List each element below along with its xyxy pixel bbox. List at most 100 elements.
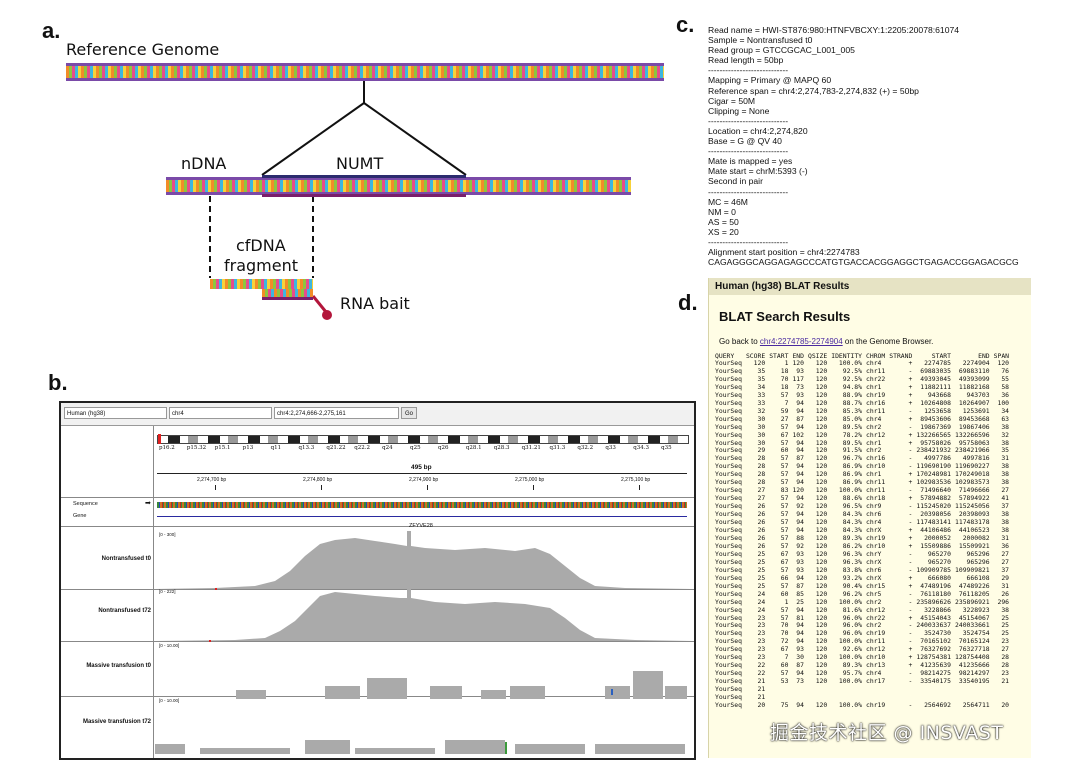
- table-cell: 24: [757, 589, 766, 598]
- table-cell: 120: [815, 573, 828, 582]
- cytoband-label: q21.22: [326, 445, 346, 451]
- table-cell: 19867406: [958, 422, 990, 431]
- track-label-nontransfused-t0: Nontransfused t0: [101, 556, 151, 562]
- table-cell: +: [908, 478, 913, 487]
- table-cell: 23: [757, 645, 766, 654]
- table-cell: 96.7%: [842, 454, 863, 463]
- table-cell: 89.5%: [842, 438, 863, 447]
- read-info-line: Read group = GTCCGCAC_L001_005: [708, 45, 855, 56]
- table-cell: YourSeq: [715, 406, 742, 415]
- table-cell: 96.0%: [842, 621, 863, 630]
- table-cell: 240033637: [916, 621, 951, 630]
- table-cell: chr5: [866, 589, 882, 598]
- go-button[interactable]: Go: [401, 407, 418, 419]
- panel-label-c: c.: [676, 12, 695, 37]
- table-cell: 94: [796, 637, 804, 646]
- table-cell: 3228866: [924, 605, 951, 614]
- table-cell: 85.3%: [842, 406, 863, 415]
- span-label: 495 bp: [411, 464, 432, 471]
- read-info-line: MC = 46M: [708, 196, 748, 207]
- table-cell: 666108: [966, 573, 990, 582]
- table-cell: 89.3%: [842, 533, 863, 542]
- cytoband-label: q22.2: [354, 445, 371, 451]
- table-cell: 92: [796, 541, 804, 550]
- locus-input[interactable]: chr4:2,274,666-2,275,161: [274, 407, 399, 419]
- table-cell: 96.3%: [842, 557, 863, 566]
- table-cell: YourSeq: [715, 374, 742, 383]
- table-cell: chr12: [866, 645, 886, 654]
- table-cell: 26: [757, 526, 766, 535]
- table-cell: 120: [815, 430, 828, 439]
- table-cell: chr6: [866, 565, 882, 574]
- table-cell: chr18: [866, 494, 886, 503]
- numt-segment-highlight: [262, 175, 466, 197]
- table-cell: +: [908, 613, 913, 622]
- table-cell: 170249018: [955, 470, 990, 479]
- table-cell: 57: [780, 605, 789, 614]
- table-cell: -: [908, 462, 913, 471]
- table-cell: +: [908, 541, 913, 550]
- table-cell: 102983573: [955, 478, 990, 487]
- table-cell: 26: [757, 541, 766, 550]
- table-cell: 88.7%: [842, 398, 863, 407]
- chromosome-select[interactable]: chr4: [169, 407, 272, 419]
- table-cell: 132266565: [916, 430, 951, 439]
- table-cell: 26: [757, 518, 766, 527]
- table-cell: -: [908, 422, 913, 431]
- table-cell: 100.0%: [838, 653, 863, 662]
- table-cell: 57: [780, 526, 789, 535]
- table-cell: 94: [796, 462, 804, 471]
- table-cell: 120: [815, 565, 828, 574]
- table-cell: 76327692: [920, 645, 951, 654]
- table-cell: 120: [815, 605, 828, 614]
- table-cell: chr13: [866, 661, 886, 670]
- table-cell: 84.3%: [842, 518, 863, 527]
- table-cell: 120: [815, 462, 828, 471]
- table-cell: 120: [792, 486, 804, 495]
- table-cell: chr2: [866, 422, 882, 431]
- table-cell: 128754381: [916, 653, 951, 662]
- table-cell: 30: [757, 438, 766, 447]
- table-cell: 25: [1001, 621, 1010, 630]
- table-cell: 1: [784, 359, 789, 367]
- table-cell: 2274904: [962, 359, 990, 367]
- track-range-3: [0 - 10.00]: [159, 643, 180, 648]
- table-cell: +: [908, 430, 913, 439]
- back-link[interactable]: chr4:2274785-2274904: [759, 337, 843, 346]
- table-cell: 94: [796, 398, 804, 407]
- table-cell: 35: [757, 374, 766, 383]
- table-cell: 85: [796, 589, 804, 598]
- read-info-line: Clipping = None: [708, 105, 770, 116]
- table-cell: 23: [1001, 637, 1010, 646]
- ruler-tick-mark: [215, 485, 216, 490]
- table-cell: 83: [780, 486, 789, 495]
- table-cell: -: [908, 700, 913, 709]
- cytoband-label: q26: [437, 445, 449, 451]
- strand-arrow-icon[interactable]: ➡: [145, 500, 151, 507]
- table-cell: 27: [1001, 486, 1010, 495]
- table-cell: 49393045: [920, 374, 951, 383]
- read-info-line: ----------------------------: [708, 146, 789, 157]
- table-cell: 57: [780, 581, 789, 590]
- table-cell: 81.6%: [842, 605, 863, 614]
- table-cell: 120: [815, 526, 828, 535]
- table-cell: [864, 686, 887, 694]
- blat-column-header: STRAND: [889, 352, 913, 360]
- table-cell: 86.9%: [842, 478, 863, 487]
- table-cell: 25: [757, 549, 766, 558]
- table-cell: 120: [815, 653, 828, 662]
- table-cell: 23: [1001, 669, 1010, 678]
- table-cell: 94: [796, 518, 804, 527]
- genome-select[interactable]: Human (hg38): [64, 407, 167, 419]
- table-cell: chrX: [866, 526, 882, 535]
- table-cell: 57: [780, 613, 789, 622]
- table-cell: 25: [796, 597, 804, 606]
- table-cell: 70165102: [920, 637, 951, 646]
- table-cell: YourSeq: [715, 533, 742, 542]
